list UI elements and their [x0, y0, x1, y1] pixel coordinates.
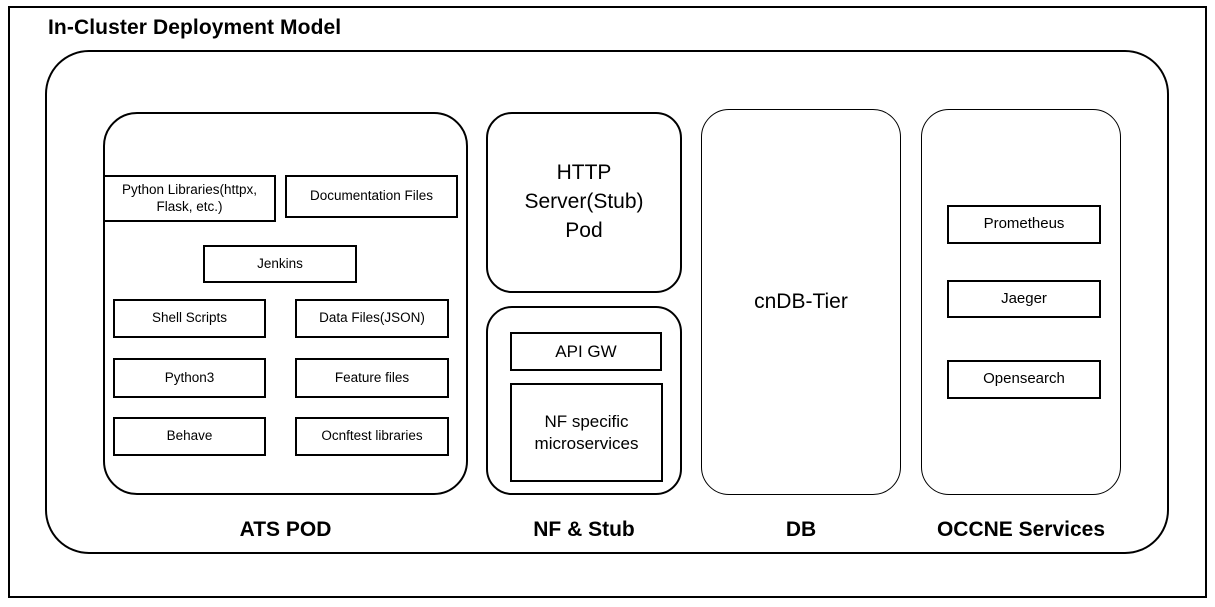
- column-caption-occne-services: OCCNE Services: [936, 518, 1106, 541]
- ats-item-shell-scripts: Shell Scripts: [113, 299, 266, 338]
- column-caption-nf-stub: NF & Stub: [533, 518, 635, 541]
- page-title: In-Cluster Deployment Model: [48, 16, 342, 39]
- ats-item-python-libraries: Python Libraries(httpx, Flask, etc.): [103, 175, 276, 222]
- db-container: [701, 109, 901, 495]
- db-cndb-tier-label: cnDB-Tier: [754, 290, 848, 313]
- occne-item-opensearch: Opensearch: [947, 360, 1101, 399]
- outer-frame-border: [8, 6, 1207, 598]
- column-caption-db: DB: [785, 518, 817, 541]
- ats-item-documentation-files: Documentation Files: [285, 175, 458, 218]
- ats-item-feature-files: Feature files: [295, 358, 449, 398]
- ats-item-data-files: Data Files(JSON): [295, 299, 449, 338]
- nf-item-nf-specific-microservices: NF specific microservices: [510, 383, 663, 482]
- ats-item-behave: Behave: [113, 417, 266, 456]
- occne-item-prometheus: Prometheus: [947, 205, 1101, 244]
- http-server-stub-pod-label: HTTP Server(Stub) Pod: [524, 161, 644, 242]
- column-caption-ats-pod: ATS POD: [239, 518, 332, 541]
- ats-item-jenkins: Jenkins: [203, 245, 357, 283]
- occne-item-jaeger: Jaeger: [947, 280, 1101, 318]
- nf-item-api-gw: API GW: [510, 332, 662, 371]
- cluster-boundary: [45, 50, 1169, 554]
- ats-item-python3: Python3: [113, 358, 266, 398]
- http-server-stub-pod-container: [486, 112, 682, 293]
- ats-item-ocnftest-libraries: Ocnftest libraries: [295, 417, 449, 456]
